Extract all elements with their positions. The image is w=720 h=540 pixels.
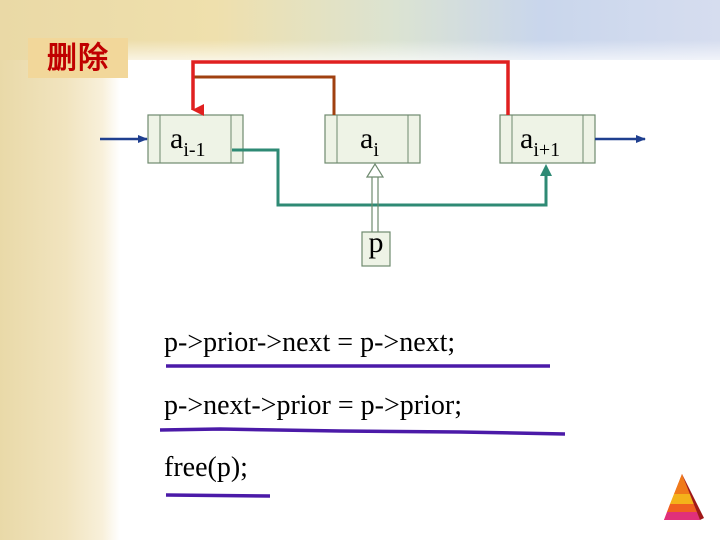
background-texture-fade [120,40,720,70]
node-label-prev: ai-1 [170,122,206,162]
underline-line2 [159,427,566,436]
slide-title: 删除 [47,41,109,76]
node-label-current: ai [360,122,379,162]
pointer-arrow [365,162,385,232]
title-band [28,38,128,78]
code-line-3: free(p); [164,452,248,483]
green-arrow-head [540,164,552,176]
code-line-1: p->prior->next = p->next; [164,327,456,358]
background-texture-left [0,0,120,540]
new-link [191,60,510,116]
underline-line3 [165,493,271,498]
green-link [232,148,548,207]
code-line-2: p->next->prior = p->prior; [164,390,462,421]
node-box-prev [147,114,244,164]
pointer-box [361,231,391,267]
pyramid-icon [664,474,704,520]
node-box-next [499,114,596,164]
old-next-link [193,75,336,115]
node-box-current [324,114,421,164]
pointer-label: p [368,226,384,259]
node-label-next: ai+1 [520,122,561,162]
